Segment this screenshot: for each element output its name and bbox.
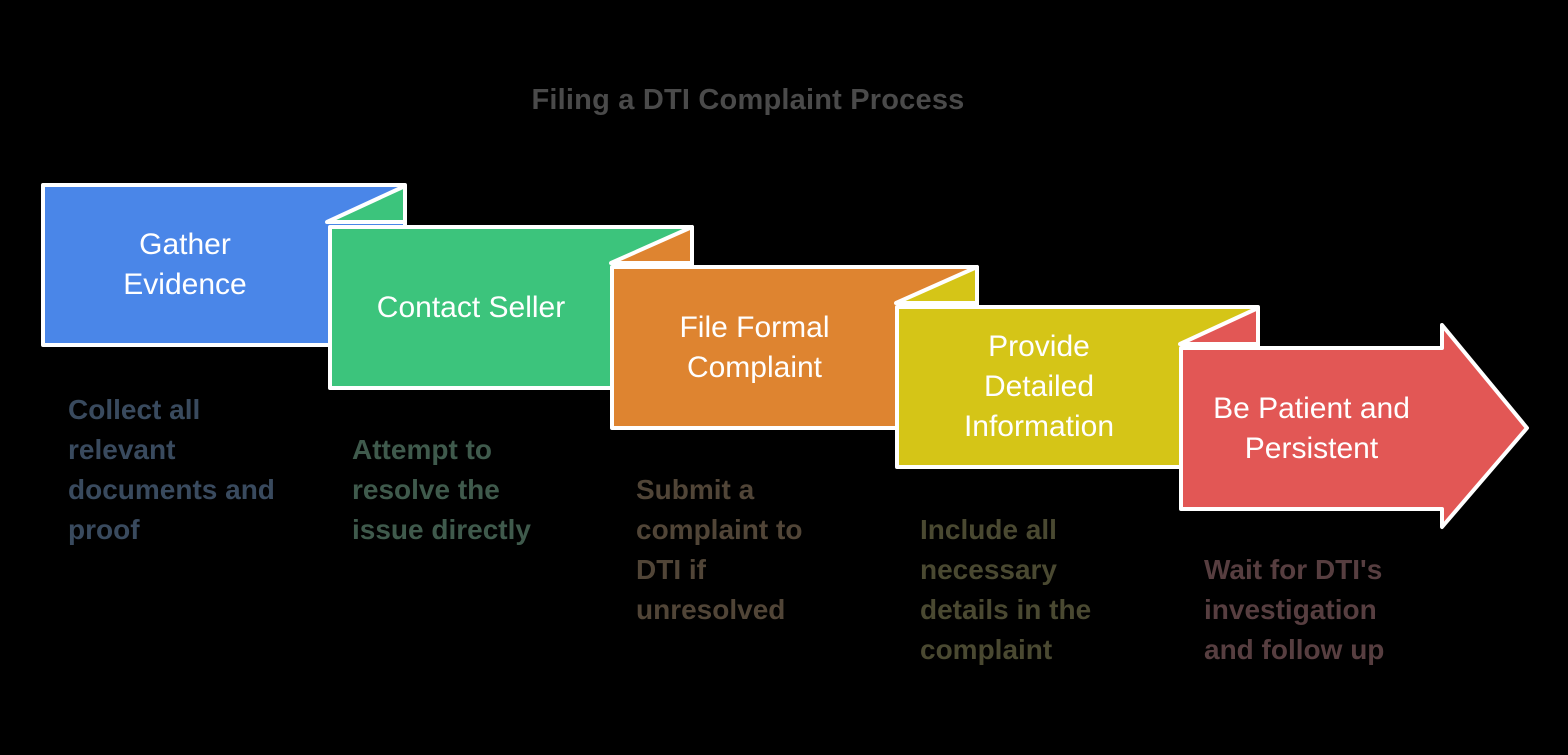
step-5-arrow-shape [1179,323,1529,529]
step-3-fold-shape [609,225,694,265]
step-2-fold-shape [325,184,407,224]
step-3-description: Submit a complaint to DTI if unresolved [636,474,803,625]
step-2-description: Attempt to resolve the issue directly [352,434,531,545]
step-2-label: Contact Seller [376,290,566,324]
step-5-description: Wait for DTI's investigation and follow … [1204,554,1385,665]
step-5-fold-shape [1178,306,1260,346]
step-5-label: Be Patient and Persistent [1213,391,1410,465]
step-4-description: Include all necessary details in the com… [920,514,1092,665]
step-4-label: Provide Detailed Information [963,330,1115,443]
diagram-title: Filing a DTI Complaint Process [531,84,965,116]
step-3-label: File Formal Complaint [679,310,830,384]
step-4-fold-shape [894,265,979,305]
step-1-label: Gather Evidence [123,228,247,301]
step-1-description: Collect all relevant documents and proof [68,394,275,545]
